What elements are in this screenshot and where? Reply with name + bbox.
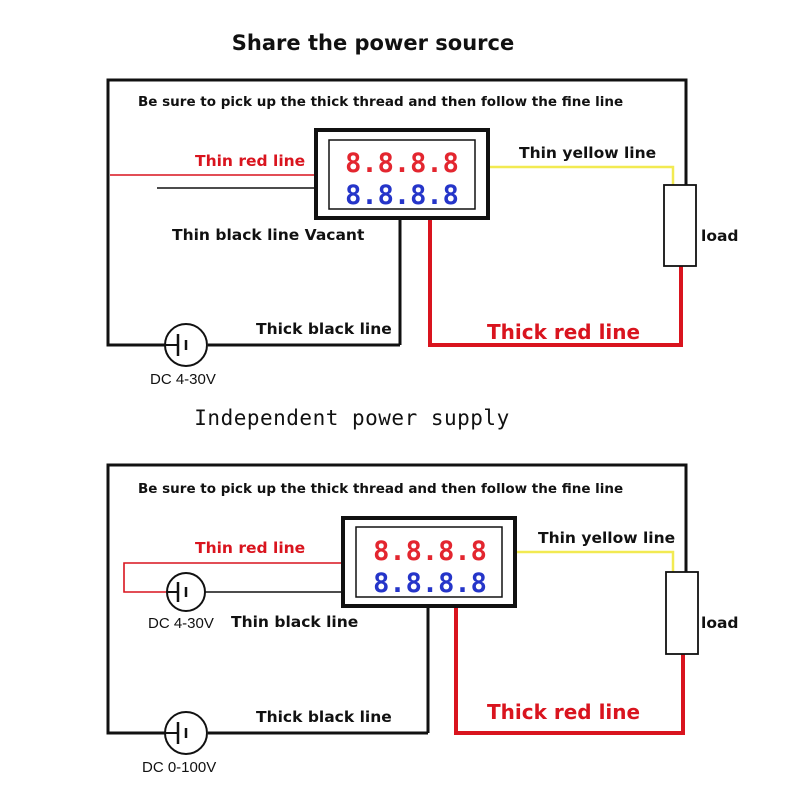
diagram2-display-bottom: 8.8.8.8 bbox=[373, 568, 487, 599]
diagram1-thick-red-label: Thick red line bbox=[487, 320, 640, 344]
diagram2-meter-display: 8.8.8.8 8.8.8.8 bbox=[341, 516, 517, 608]
diagram2-thick-red-label: Thick red line bbox=[487, 700, 640, 724]
diagram1-dc-source-icon bbox=[164, 323, 208, 367]
diagram2-thin-red-wire bbox=[123, 562, 343, 593]
diagram1-thick-red-wire bbox=[428, 218, 683, 347]
diagram2-load-resistor bbox=[665, 571, 699, 655]
diagram2-thick-red-wire bbox=[454, 606, 685, 735]
diagram1-thin-red-label: Thin red line bbox=[195, 152, 305, 170]
diagram1-display-top: 8.8.8.8 bbox=[345, 148, 459, 179]
diagram1-thin-black-label: Thin black line Vacant bbox=[172, 226, 365, 244]
diagram1-meter-display: 8.8.8.8 8.8.8.8 bbox=[314, 128, 490, 220]
diagram1-display-bottom: 8.8.8.8 bbox=[345, 180, 459, 211]
diagram1-frame-wire bbox=[106, 78, 688, 347]
diagram2-dc-source-main-icon bbox=[164, 711, 208, 755]
diagram1-load-label: load bbox=[701, 227, 739, 245]
diagram1-load-resistor bbox=[663, 184, 697, 267]
diagram2-source-main-label: DC 0-100V bbox=[142, 759, 216, 776]
diagram2-source-small-label: DC 4-30V bbox=[148, 615, 214, 632]
diagram-independent-power: Independent power supply Be sure to pick… bbox=[106, 406, 739, 776]
diagram2-thin-black-label: Thin black line bbox=[231, 613, 358, 631]
diagram1-note: Be sure to pick up the thick thread and … bbox=[138, 94, 623, 110]
diagram1-title: Share the power source bbox=[232, 31, 514, 55]
diagram2-load-label: load bbox=[701, 614, 739, 632]
diagram2-frame-wire bbox=[106, 463, 688, 735]
diagram2-display-top: 8.8.8.8 bbox=[373, 536, 487, 567]
diagram-shared-power: Share the power source Be sure to pick u… bbox=[106, 31, 739, 388]
diagram2-thin-yellow-label: Thin yellow line bbox=[538, 529, 675, 547]
diagram2-thick-black-label: Thick black line bbox=[256, 708, 392, 726]
diagram1-thick-black-label: Thick black line bbox=[256, 320, 392, 338]
diagram2-title: Independent power supply bbox=[194, 406, 509, 430]
diagram2-thin-red-label: Thin red line bbox=[195, 539, 305, 557]
diagram2-note: Be sure to pick up the thick thread and … bbox=[138, 481, 623, 497]
diagram2-thin-yellow-wire bbox=[515, 550, 675, 572]
diagram2-dc-source-small-icon bbox=[166, 572, 206, 612]
diagram1-thin-yellow-label: Thin yellow line bbox=[519, 144, 656, 162]
diagram1-source-label: DC 4-30V bbox=[150, 371, 216, 388]
diagram1-thin-yellow-wire bbox=[488, 165, 675, 185]
